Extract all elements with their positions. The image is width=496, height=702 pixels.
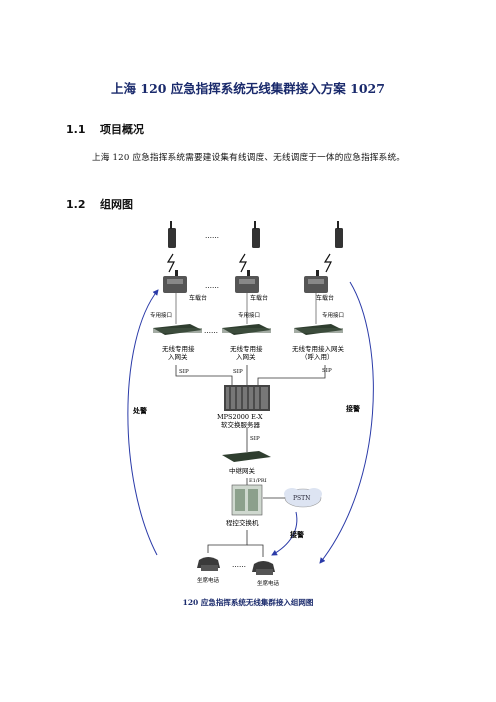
phone-icon: [197, 557, 220, 571]
connector-lines: [175, 293, 317, 324]
ellipsis: ……: [204, 327, 218, 335]
phone-icon: [252, 561, 275, 575]
sip-label: SIP: [250, 436, 260, 442]
sip-label: SIP: [179, 369, 189, 375]
section-heading-overview: 1.1 项目概况: [66, 121, 144, 137]
vehicle-radio-label: 车载台: [189, 294, 207, 302]
gateway-label: 无线专用接入网关: [162, 344, 195, 361]
handheld-radio-icon: [335, 221, 343, 248]
ellipsis: ……: [205, 232, 219, 240]
port-label: 专用接口: [150, 311, 172, 319]
section-number: 1.2: [66, 198, 86, 211]
pbx-cabinet-icon: [231, 484, 263, 516]
handheld-radio-icon: [168, 221, 176, 248]
phone-links: [207, 530, 264, 557]
gateway-label: 无线专用接入网关: [230, 344, 263, 361]
softswitch-server-icon: [224, 385, 270, 411]
pstn-alarm-arrow: [271, 511, 298, 556]
receive-alarm-label: 接警: [346, 404, 360, 413]
pstn-label: PSTN: [293, 495, 310, 502]
vehicle-radio-icon: [163, 270, 187, 293]
relay-gateway-label: 中继网关: [229, 466, 256, 475]
ellipsis: ……: [232, 561, 246, 569]
pbx-label: 程控交换机: [226, 518, 259, 527]
handheld-radio-icon: [252, 221, 260, 248]
vehicle-radio-label: 车载台: [250, 294, 268, 302]
section-number: 1.1: [66, 123, 86, 136]
phone-label: 坐席电话: [257, 579, 280, 587]
overview-paragraph: 上海 120 应急指挥系统需要建设集有线调度、无线调度于一体的应急指挥系统。: [92, 153, 406, 163]
section-title: 项目概况: [100, 123, 144, 136]
document-title: 上海 120 应急指挥系统无线集群接入方案 1027: [111, 81, 385, 96]
receive-alarm-arrow: [319, 281, 374, 564]
pstn-alarm-label: 接警: [290, 530, 304, 539]
vehicle-radio-label: 车载台: [316, 294, 334, 302]
sip-label: SIP: [322, 368, 332, 374]
phone-label: 坐席电话: [197, 576, 220, 584]
gateway-device-icon: [294, 324, 343, 335]
gateway-device-icon: [222, 324, 271, 335]
port-label: 专用接口: [238, 311, 260, 319]
port-label: 专用接口: [322, 311, 344, 319]
pstn-cloud-icon: [284, 488, 322, 508]
section-heading-network: 1.2 组网图: [66, 196, 133, 212]
e1-label: E1/PRI: [249, 478, 267, 484]
figure-caption: 120 应急指挥系统无线集群接入组网图: [182, 598, 314, 607]
ellipsis: ……: [205, 282, 219, 290]
gateway-label: 无线专用接入网关（呼入用）: [292, 344, 345, 361]
wireless-link-icon: [166, 253, 332, 273]
relay-gateway-icon: [222, 451, 271, 462]
dispatch-label: 处警: [132, 406, 147, 415]
vehicle-radio-icon: [304, 270, 328, 293]
dispatch-arrow: [127, 289, 159, 556]
section-title: 组网图: [100, 198, 133, 211]
sip-label: SIP: [233, 369, 243, 375]
vehicle-radio-icon: [235, 270, 259, 293]
gateway-device-icon: [153, 324, 202, 335]
